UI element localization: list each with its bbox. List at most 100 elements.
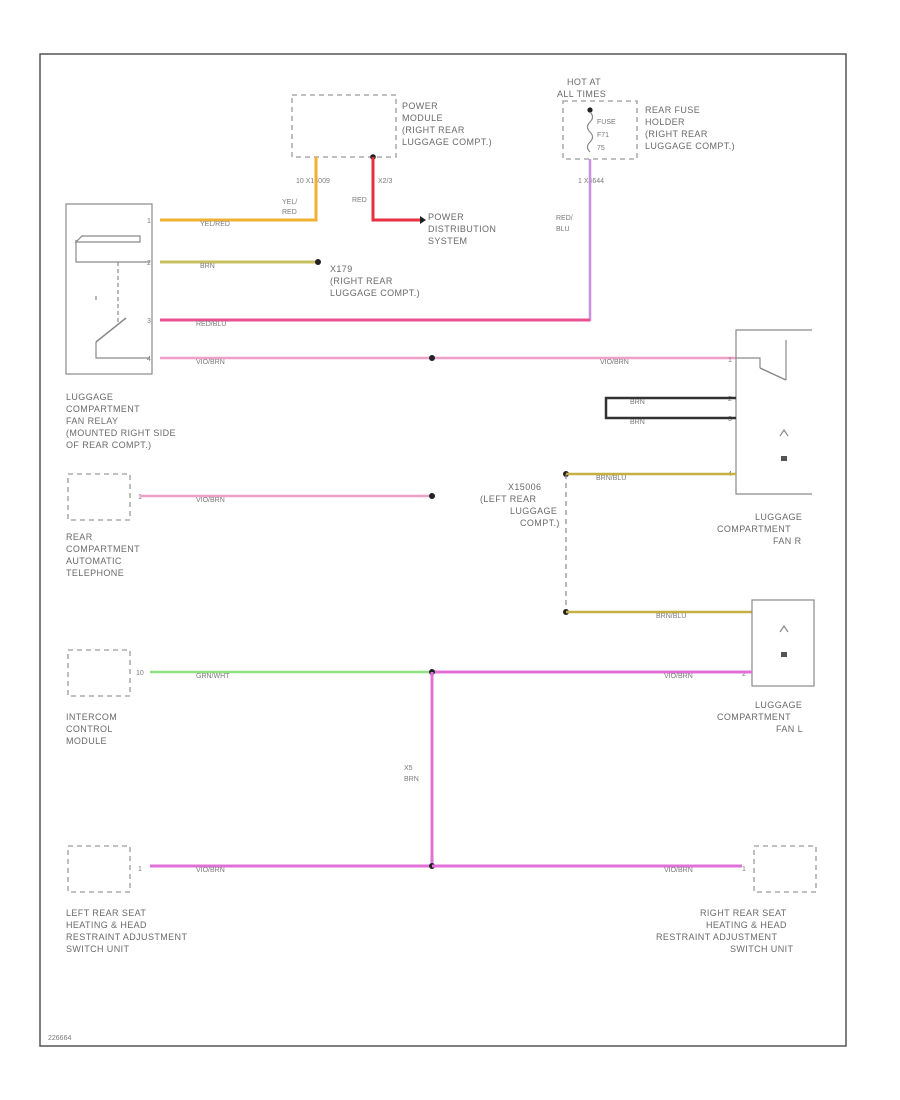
fan-r-in-label: VIO/BRN	[600, 359, 629, 366]
fan-r-pin-1: 1	[728, 357, 732, 364]
relay-wire-3-label: RED/BLU	[196, 321, 226, 328]
power-module-box	[291, 94, 397, 158]
wire-brn-loop	[604, 396, 736, 420]
fan-relay-line-1: LUGGAGE	[66, 392, 113, 402]
splice-x15006-line-1: X15006	[508, 482, 541, 492]
hot-label-1: HOT AT	[567, 77, 601, 87]
fan-relay-line-3: FAN RELAY	[66, 416, 118, 426]
left-seat-line-4: SWITCH UNIT	[66, 944, 129, 954]
fan-r-pin-2: 2	[728, 396, 732, 403]
intercom: 10 GRN/WHT INTERCOM CONTROL MODULE	[66, 649, 432, 746]
power-dist-line-2: DISTRIBUTION	[428, 224, 496, 234]
trunk-label-2: BRN	[404, 776, 419, 783]
wire-yel-red	[160, 157, 318, 222]
right-seat-line-3: RESTRAINT ADJUSTMENT	[656, 932, 777, 942]
splice-x179-line-2: (RIGHT REAR	[330, 276, 393, 286]
fan-l-line-2: COMPARTMENT	[717, 712, 791, 722]
splice-x179-line-1: X179	[330, 264, 353, 274]
left-seat-line-1: LEFT REAR SEAT	[66, 908, 146, 918]
fan-l-line-1: LUGGAGE	[755, 700, 802, 710]
wire-red-label: RED	[352, 197, 367, 204]
relay-pin-1: 1	[147, 218, 151, 225]
relay-switch-wire	[95, 296, 150, 359]
telephone-pin: 1	[138, 494, 142, 501]
left-seat-box	[67, 845, 131, 893]
wire-yel-red-label-2: RED	[282, 209, 297, 216]
power-module-line-4: LUGGAGE COMPT.)	[402, 137, 492, 147]
right-seat-box	[753, 845, 817, 893]
fan-r-switch-icon	[759, 367, 787, 381]
fuse-holder-line-2: HOLDER	[645, 117, 685, 127]
fan-r-pin-3: 3	[728, 416, 732, 423]
right-seat-wire-label: VIO/BRN	[664, 867, 693, 874]
intercom-line-1: INTERCOM	[66, 712, 117, 722]
hot-label-2: ALL TIMES	[557, 89, 606, 99]
fuse-label-1: FUSE	[597, 119, 616, 126]
fan-r-line-3: FAN R	[773, 536, 802, 546]
power-module-pin-b: X2/3	[378, 178, 393, 185]
fuse-terminal-icon	[587, 107, 593, 113]
fuse-label-3: 75	[597, 145, 605, 152]
intercom-box	[67, 649, 131, 697]
right-seat-line-1: RIGHT REAR SEAT	[700, 908, 787, 918]
fan-relay-box	[65, 203, 153, 375]
fuse-holder-line-4: LUGGAGE COMPT.)	[645, 141, 735, 151]
fuse-holder-line-3: (RIGHT REAR	[645, 129, 708, 139]
fuse-holder: HOT AT ALL TIMES FUSE F71 75 REAR FUSE H…	[557, 77, 735, 185]
relay-wire-2-label: BRN	[200, 263, 215, 270]
relay-pin-3: 3	[147, 318, 151, 325]
relay-pin-2: 2	[147, 260, 151, 267]
fan-l-out-label: BRN/BLU	[656, 613, 686, 620]
fan-l-ground-icon	[781, 652, 787, 657]
fan-l-in-label: VIO/BRN	[664, 673, 693, 680]
telephone-line-4: TELEPHONE	[66, 568, 124, 578]
telephone-line-2: COMPARTMENT	[66, 544, 140, 554]
fan-relay-line-5: OF REAR COMPT.)	[66, 440, 152, 450]
telephone-line-1: REAR	[66, 532, 93, 542]
intercom-line-2: CONTROL	[66, 724, 113, 734]
splice-x179-line-3: LUGGAGE COMPT.)	[330, 288, 420, 298]
wire-red	[371, 157, 420, 222]
fan-r-line-2: COMPARTMENT	[717, 524, 791, 534]
splice-top-icon	[429, 355, 435, 361]
phone-wire-label: VIO/BRN	[196, 497, 225, 504]
fan-r-switch-wire	[736, 340, 787, 380]
fuse-holder-line-1: REAR FUSE	[645, 105, 700, 115]
fan-l-box	[751, 599, 815, 687]
left-seat-wire-label: VIO/BRN	[196, 867, 225, 874]
relay-coil-wire	[75, 240, 150, 263]
wire-red-blu-label-2: BLU	[556, 226, 570, 233]
left-seat-pin: 1	[138, 866, 142, 873]
fan-r-out-label: BRN/BLU	[596, 475, 626, 482]
fan-r-loop-1-label: BRN	[630, 399, 645, 406]
relay-wire-4-label: VIO/BRN	[196, 359, 225, 366]
wire-red-blu-label-1: RED/	[556, 215, 573, 222]
relay-pin-4: 4	[147, 356, 151, 363]
power-module-line-3: (RIGHT REAR	[402, 125, 465, 135]
right-seat-unit: VIO/BRN 1 RIGHT REAR SEAT HEATING & HEAD…	[432, 845, 817, 954]
power-module-line-1: POWER	[402, 101, 438, 111]
relay-switch-icon	[95, 317, 127, 343]
splice-x179-icon	[315, 259, 321, 265]
fan-relay-line-2: COMPARTMENT	[66, 404, 140, 414]
power-module-line-2: MODULE	[402, 113, 443, 123]
fuse-label-2: F71	[597, 132, 609, 139]
diagram-frame	[39, 53, 847, 1047]
splice-x15006-line-4: COMPT.)	[520, 518, 560, 528]
fan-l-pin: 2	[742, 671, 746, 678]
fan-r-ground-icon	[781, 456, 787, 461]
fan-l-motor-icon	[779, 624, 789, 633]
intercom-line-3: MODULE	[66, 736, 107, 746]
left-seat-unit: 1 VIO/BRN LEFT REAR SEAT HEATING & HEAD …	[66, 845, 432, 954]
fan-r-line-1: LUGGAGE	[755, 512, 802, 522]
splice-x15006-line-3: LUGGAGE	[510, 506, 557, 516]
intercom-pin: 10	[136, 670, 144, 677]
right-seat-pin: 1	[742, 866, 746, 873]
fan-l: 2 LUGGAGE COMPARTMENT FAN L	[717, 599, 815, 734]
intercom-wire-label: GRN/WHT	[196, 673, 230, 680]
wire-yel-red-label-1: YEL/	[282, 199, 297, 206]
relay-wire-1-label: YEL/RED	[200, 221, 230, 228]
fan-r-box	[735, 329, 812, 495]
power-dist-line-1: POWER	[428, 212, 464, 222]
